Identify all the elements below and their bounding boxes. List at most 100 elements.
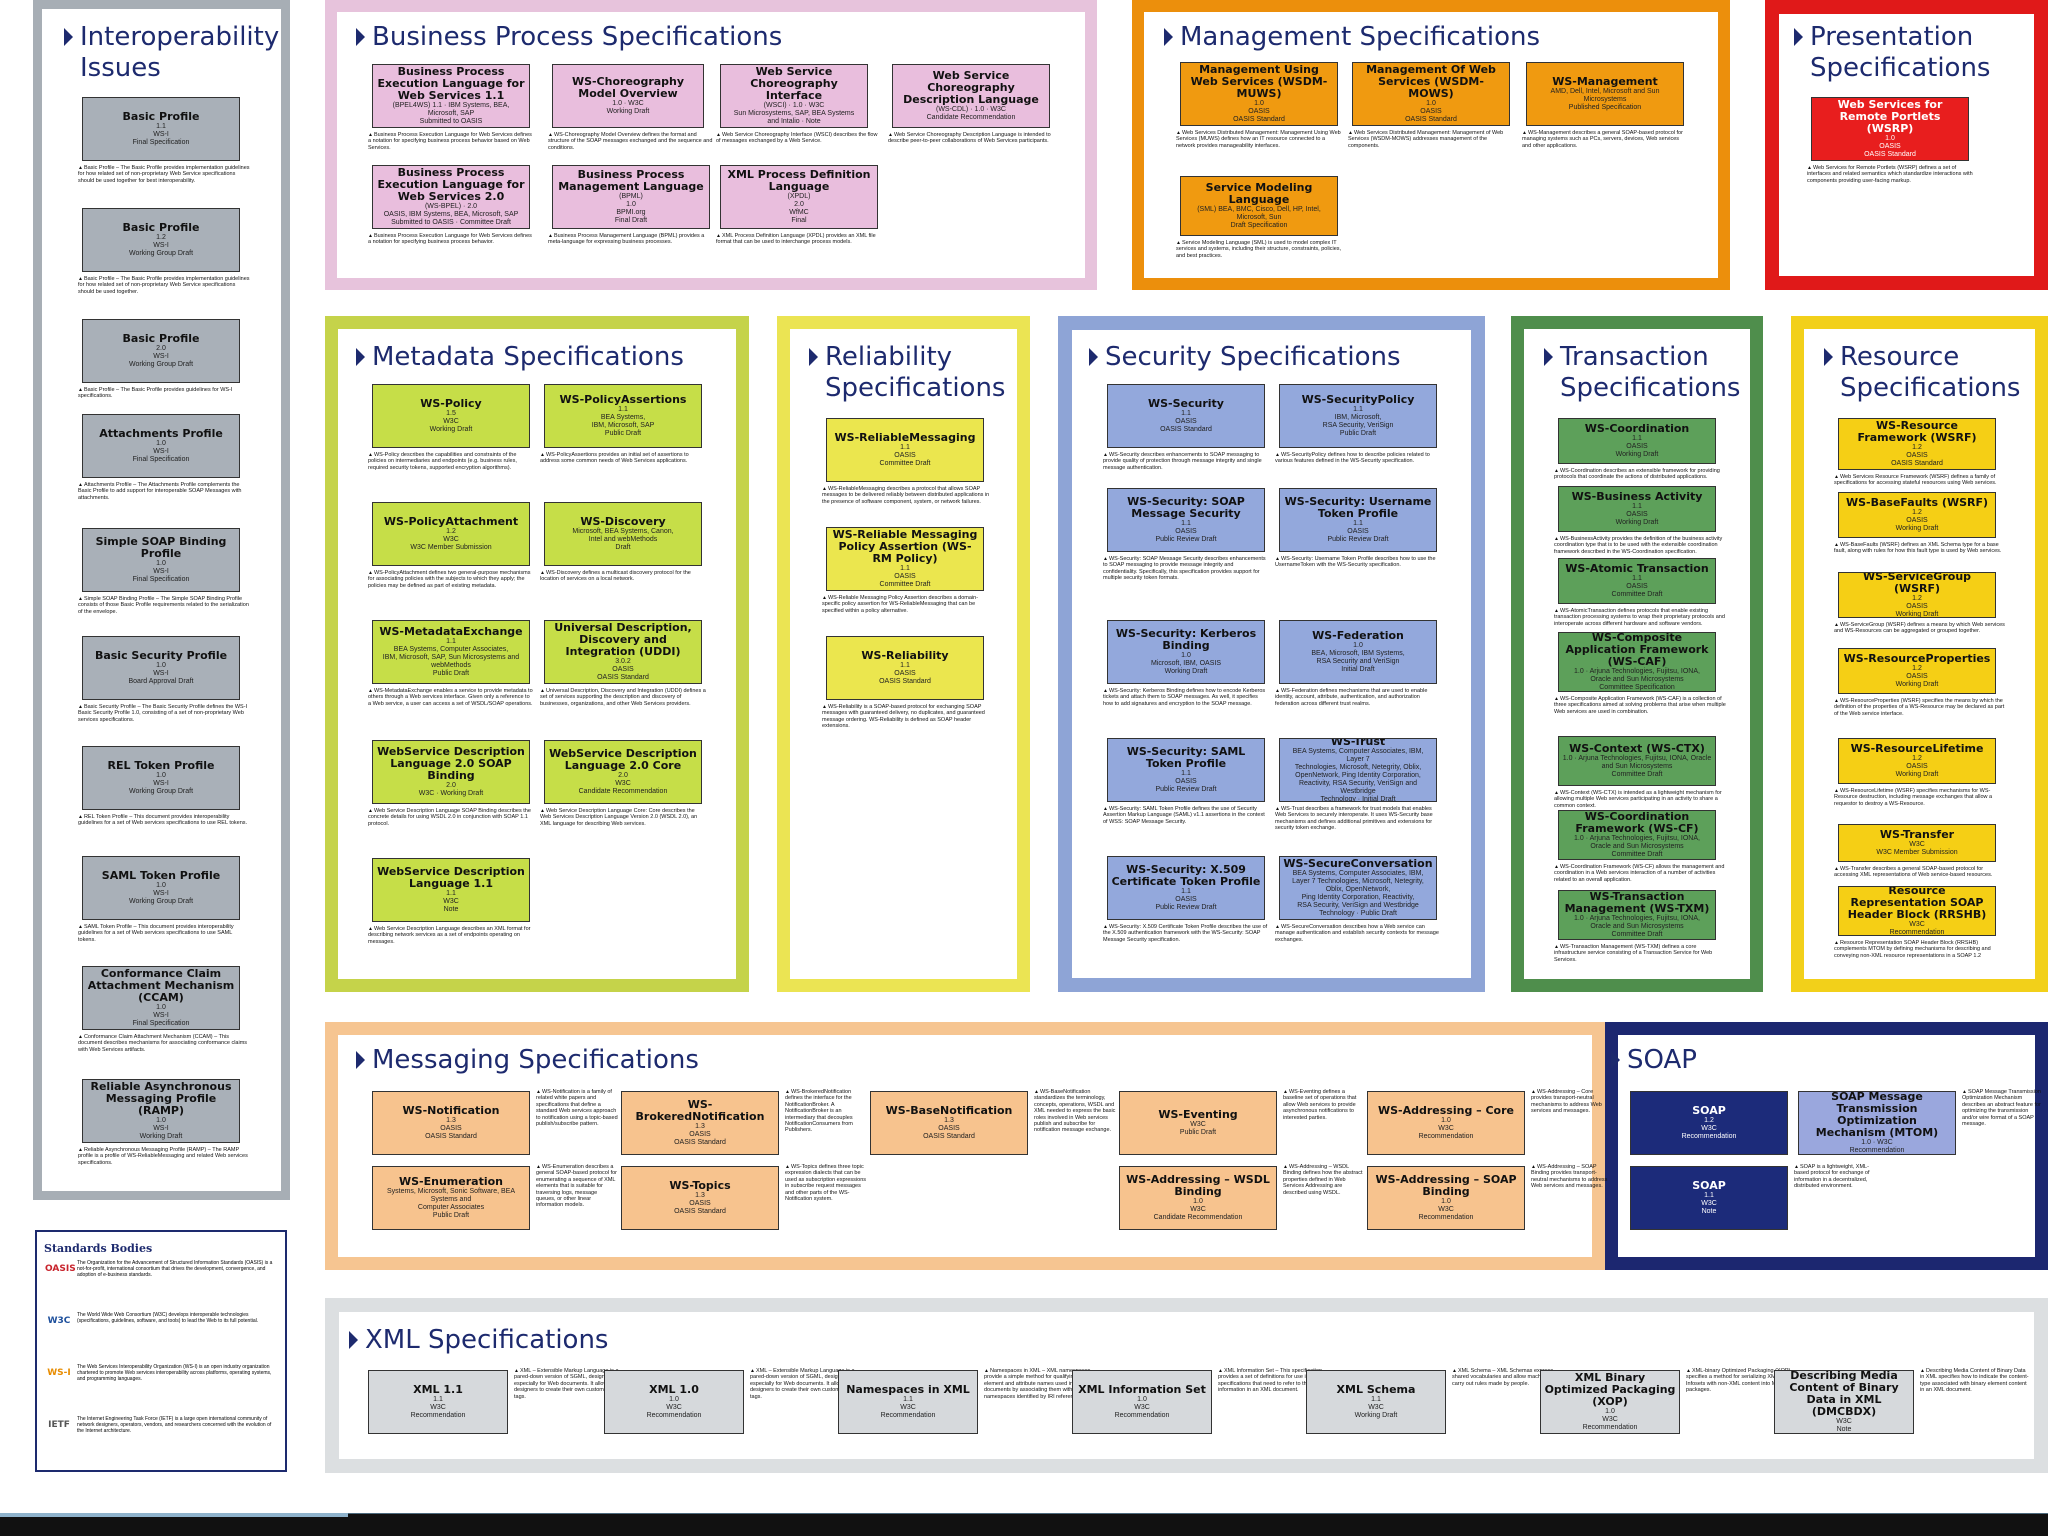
spec-status: 1.3 OASIS OASIS Standard (425, 1117, 477, 1140)
spec-description: Web Services Distributed Management: Man… (1348, 130, 1514, 164)
spec-box-interop-9[interactable]: Reliable Asynchronous Messaging Profile … (82, 1079, 240, 1143)
spec-box-sec-8[interactable]: WS-Security: X.509 Certificate Token Pro… (1107, 856, 1265, 920)
spec-box-trans-4[interactable]: WS-Context (WS-CTX)1.0 · Arjuna Technolo… (1558, 736, 1716, 786)
spec-box-pres-0[interactable]: Web Services for Remote Portlets (WSRP)1… (1811, 97, 1969, 161)
spec-name: SOAP (1692, 1104, 1726, 1117)
spec-box-trans-3[interactable]: WS-Composite Application Framework (WS-C… (1558, 632, 1716, 692)
spec-box-bp-3[interactable]: Web Service Choreography Description Lan… (892, 64, 1050, 128)
spec-box-xml-6[interactable]: Describing Media Content of Binary Data … (1774, 1370, 1914, 1434)
spec-box-meta-7[interactable]: WebService Description Language 2.0 Core… (544, 740, 702, 804)
spec-name: SOAP (1692, 1179, 1726, 1192)
spec-name: SOAP Message Transmission Optimization M… (1815, 1091, 1939, 1139)
spec-box-trans-5[interactable]: WS-Coordination Framework (WS-CF)1.0 · A… (1558, 810, 1716, 860)
spec-name: WS-Reliability (861, 649, 949, 662)
spec-status: 1.0 OASIS OASIS Standard (1864, 135, 1916, 158)
spec-box-res-6[interactable]: Resource Representation SOAP Header Bloc… (1838, 886, 1996, 936)
spec-status: 1.1 BEA Systems, IBM, Microsoft, SAP Pub… (591, 406, 655, 437)
spec-box-bp-6[interactable]: XML Process Definition Language(XPDL) 2.… (720, 165, 878, 229)
spec-status: 1.1 IBM, Microsoft, RSA Security, VeriSi… (1322, 406, 1394, 437)
spec-box-xml-5[interactable]: XML Binary Optimized Packaging (XOP)1.0 … (1540, 1370, 1680, 1434)
spec-status: (WS-CDL) · 1.0 · W3C Candidate Recommend… (926, 106, 1016, 121)
spec-box-soap-1[interactable]: SOAP Message Transmission Optimization M… (1798, 1091, 1956, 1155)
spec-box-res-1[interactable]: WS-BaseFaults (WSRF)1.2 OASIS Working Dr… (1838, 492, 1996, 538)
spec-description: WS-Topics defines three topic expression… (785, 1164, 867, 1232)
panel-title-xml: XML Specifications (348, 1325, 609, 1355)
spec-box-res-2[interactable]: WS-ServiceGroup (WSRF)1.2 OASIS Working … (1838, 572, 1996, 618)
spec-box-meta-5[interactable]: Universal Description, Discovery and Int… (544, 620, 702, 684)
spec-box-mgmt-3[interactable]: Service Modeling Language(SML) BEA, BMC,… (1180, 176, 1338, 236)
spec-box-trans-6[interactable]: WS-Transaction Management (WS-TXM)1.0 · … (1558, 890, 1716, 940)
spec-box-rel-1[interactable]: WS-Reliable Messaging Policy Assertion (… (826, 527, 984, 591)
spec-box-interop-8[interactable]: Conformance Claim Attachment Mechanism (… (82, 966, 240, 1030)
spec-status: 1.2 OASIS Working Draft (1895, 665, 1939, 688)
spec-box-bp-5[interactable]: Business Process Management Language(BPM… (552, 165, 710, 229)
spec-box-mgmt-1[interactable]: Management Of Web Services (WSDM-MOWS)1.… (1352, 62, 1510, 126)
spec-box-res-0[interactable]: WS-Resource Framework (WSRF)1.2 OASIS OA… (1838, 418, 1996, 470)
spec-box-meta-6[interactable]: WebService Description Language 2.0 SOAP… (372, 740, 530, 804)
spec-description: Web Service Description Language Core: C… (540, 808, 706, 842)
spec-name: XML Information Set (1078, 1383, 1206, 1396)
spec-status: AMD, Dell, Intel, Microsoft and Sun Micr… (1550, 88, 1660, 111)
spec-status: 1.1 OASIS OASIS Standard (879, 662, 931, 685)
standards-body-description-1: The World Wide Web Consortium (W3C) deve… (77, 1312, 259, 1324)
spec-box-bp-4[interactable]: Business Process Execution Language for … (372, 165, 530, 229)
spec-box-bp-0[interactable]: Business Process Execution Language for … (372, 64, 530, 128)
spec-status: W3C Public Draft (1179, 1121, 1217, 1136)
spec-status: 1.0 OASIS OASIS Standard (1405, 100, 1457, 123)
spec-box-mgmt-0[interactable]: Management Using Web Services (WSDM-MUWS… (1180, 62, 1338, 126)
spec-status: 1.2 W3C W3C Member Submission (410, 528, 492, 551)
spec-description: WS-ReliableMessaging describes a protoco… (822, 486, 994, 520)
spec-box-bp-2[interactable]: Web Service Choreography Interface(WSCI)… (720, 64, 868, 128)
